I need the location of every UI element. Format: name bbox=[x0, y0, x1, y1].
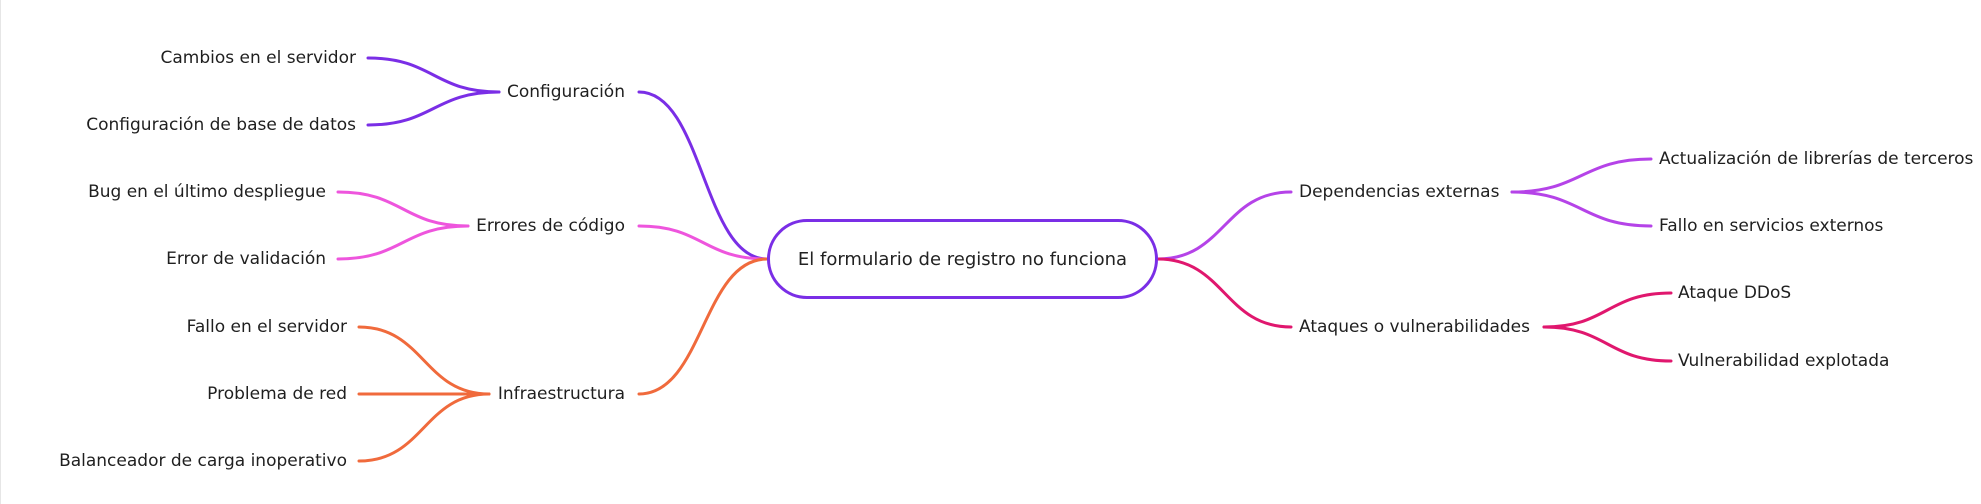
connector-infra-child bbox=[357, 392, 491, 463]
connector-root-deps bbox=[1156, 190, 1293, 261]
branch-node-attacks[interactable]: Ataques o vulnerabilidades bbox=[1299, 317, 1530, 337]
leaf-node[interactable]: Fallo en servicios externos bbox=[1659, 216, 1884, 236]
connector-deps-child bbox=[1510, 190, 1653, 228]
branch-node-code[interactable]: Errores de código bbox=[476, 216, 625, 236]
connector-root-infra bbox=[637, 257, 769, 396]
leaf-node[interactable]: Cambios en el servidor bbox=[160, 48, 356, 68]
connector-root-attacks bbox=[1156, 257, 1293, 329]
connector-config-child bbox=[366, 56, 501, 94]
connector-code-child bbox=[336, 224, 470, 261]
leaf-node[interactable]: Configuración de base de datos bbox=[86, 115, 356, 135]
leaf-node[interactable]: Problema de red bbox=[207, 384, 347, 404]
connector-attacks-child bbox=[1542, 291, 1673, 329]
connector-attacks-child bbox=[1542, 325, 1673, 363]
connector-infra-child bbox=[357, 325, 491, 396]
leaf-node[interactable]: Ataque DDoS bbox=[1678, 283, 1792, 303]
leaf-node[interactable]: Bug en el último despliegue bbox=[88, 182, 326, 202]
leaf-node[interactable]: Balanceador de carga inoperativo bbox=[59, 451, 347, 471]
branch-node-infra[interactable]: Infraestructura bbox=[497, 384, 625, 404]
branch-node-deps[interactable]: Dependencias externas bbox=[1299, 182, 1500, 202]
connector-root-config bbox=[637, 90, 769, 261]
root-node-label: El formulario de registro no funciona bbox=[797, 248, 1128, 270]
branch-node-config[interactable]: Configuración bbox=[507, 82, 625, 102]
connector-deps-child bbox=[1510, 157, 1653, 194]
connector-code-child bbox=[336, 190, 470, 228]
leaf-node[interactable]: Actualización de librerías de terceros bbox=[1659, 149, 1974, 169]
connector-config-child bbox=[366, 90, 501, 127]
leaf-node[interactable]: Fallo en el servidor bbox=[186, 317, 347, 337]
connector-root-code bbox=[637, 224, 769, 261]
leaf-node[interactable]: Error de validación bbox=[166, 249, 326, 269]
root-node[interactable]: El formulario de registro no funciona bbox=[767, 219, 1158, 299]
leaf-node[interactable]: Vulnerabilidad explotada bbox=[1678, 351, 1890, 371]
